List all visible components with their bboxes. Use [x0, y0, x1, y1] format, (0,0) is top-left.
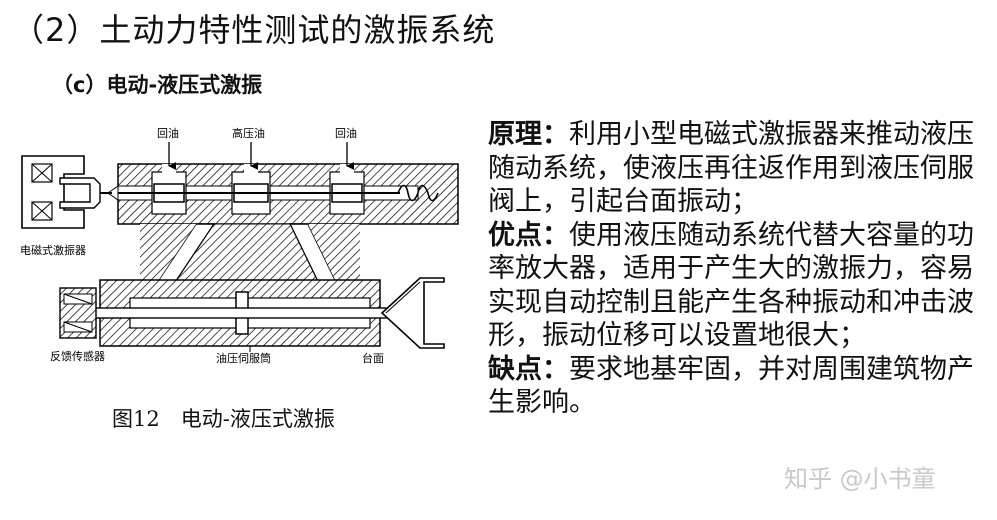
disadvantages-paragraph: 缺点：要求地基牢固，并对周围建筑物产生影响。: [488, 353, 978, 420]
servo-cylinder: [79, 279, 387, 347]
watermark: 知乎 @小书童: [784, 465, 936, 493]
principle-paragraph: 原理：利用小型电磁式激振器来推动液压随动系统，使液压再往返作用到液压伺服阀上，引…: [488, 118, 978, 219]
section-subtitle: （c）电动-液压式激振: [52, 73, 263, 97]
disadvantages-text: 要求地基牢固，并对周围建筑物产生影响。: [488, 353, 974, 419]
principle-text: 利用小型电磁式激振器来推动液压随动系统，使液压再往返作用到液压伺服阀上，引起台面…: [488, 119, 974, 217]
electromagnetic-exciter: [21, 155, 112, 229]
label-return-oil-right: 回油: [335, 126, 357, 140]
label-table: 台面: [362, 351, 384, 365]
electro-hydraulic-exciter-diagram: 回油 高压油 回油 电磁式激振器 反馈传感器: [20, 126, 459, 365]
label-feedback-sensor: 反馈传感器: [50, 350, 105, 363]
advantages-text: 使用液压随动系统代替大容量的功率放大器，适用于产生大的激振力，容易实现自动控制且…: [488, 219, 974, 352]
disadvantages-key: 缺点：: [488, 353, 569, 385]
label-electromagnetic-exciter: 电磁式激振器: [20, 243, 86, 257]
principle-key: 原理：: [488, 119, 569, 150]
description-block: 原理：利用小型电磁式激振器来推动液压随动系统，使液压再往返作用到液压伺服阀上，引…: [488, 118, 978, 420]
advantages-paragraph: 优点：使用液压随动系统代替大容量的功率放大器，适用于产生大的激振力，容易实现自动…: [488, 219, 978, 353]
feedback-sensor: [59, 287, 97, 339]
label-servo-cylinder: 油压伺服筒: [216, 351, 271, 365]
servo-valve: [107, 163, 459, 225]
label-return-oil-left: 回油: [157, 126, 179, 140]
figure-caption: 图12 电动-液压式激振: [112, 407, 335, 431]
page-title: （2）土动力特性测试的激振系统: [12, 11, 496, 49]
table-platform: [380, 277, 445, 349]
advantages-key: 优点：: [488, 219, 569, 251]
label-high-pressure-oil: 高压油: [232, 126, 265, 140]
